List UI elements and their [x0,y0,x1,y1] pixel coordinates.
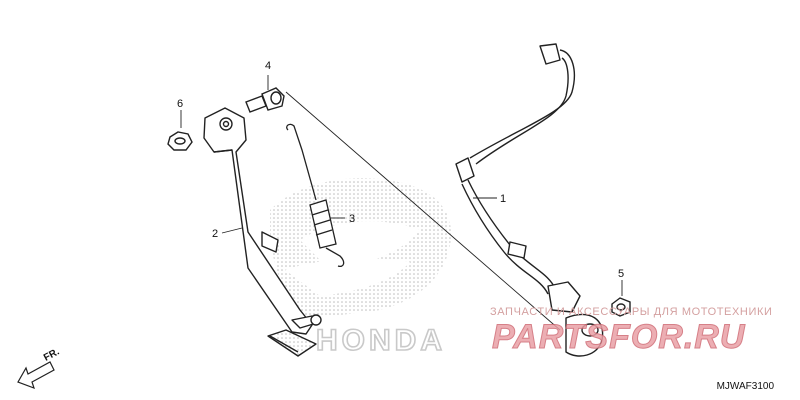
leader-lines [180,75,623,331]
callout-2: 2 [212,228,219,240]
stand-spring [286,123,345,268]
watermark-logo: PARTSFOR.RU [491,318,746,357]
front-direction-arrow-icon [17,361,55,390]
honda-wing-logo [270,178,451,320]
callout-4: 4 [265,60,272,72]
honda-wordmark: HONDA [316,324,446,357]
diagram-code: MJWAF3100 [716,381,774,392]
callout-6: 6 [177,98,184,110]
side-stand [203,107,322,357]
callout-5: 5 [618,268,625,280]
callout-1: 1 [500,193,507,205]
callout-3: 3 [349,213,356,225]
watermark-tagline: ЗАПЧАСТИ И АКСЕССУАРЫ ДЛЯ МОТОТЕХНИКИ [490,306,773,318]
nut-5 [611,297,631,317]
sidestand-switch-harness [455,43,604,357]
pivot-bolt [245,87,285,113]
nut-6 [167,131,193,151]
